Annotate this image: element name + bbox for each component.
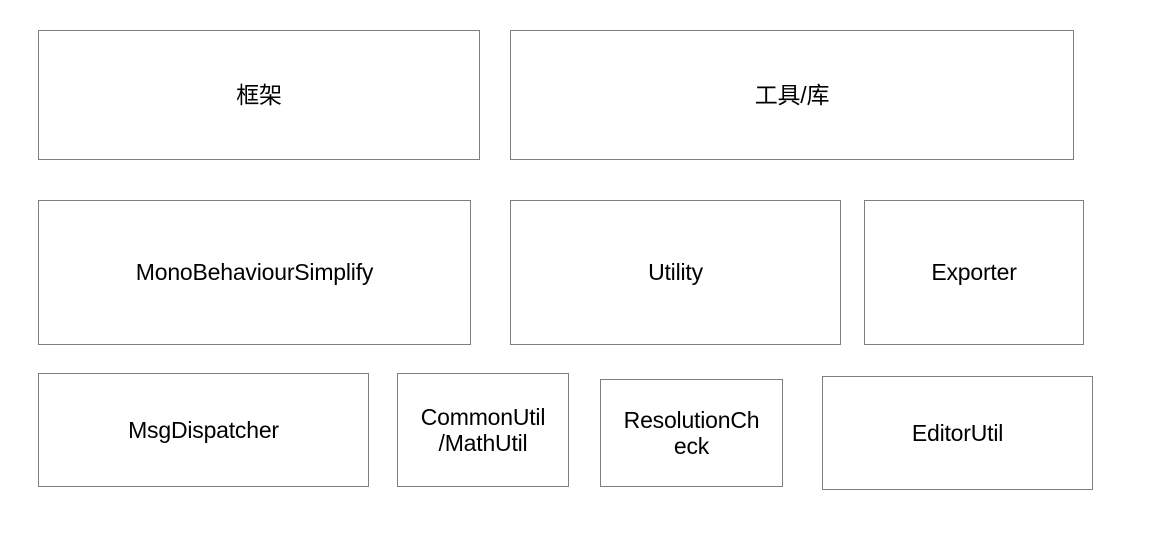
common-util-text: CommonUtil /MathUtil (421, 404, 546, 457)
common-util-label-line2: /MathUtil (438, 430, 528, 456)
utility-box: Utility (510, 200, 841, 345)
exporter-box: Exporter (864, 200, 1084, 345)
msg-dispatcher-label: MsgDispatcher (128, 416, 279, 443)
monobehaviour-simplify-box: MonoBehaviourSimplify (38, 200, 471, 345)
resolution-check-label-line2: eck (673, 433, 710, 459)
tools-library-box: 工具/库 (510, 30, 1074, 160)
editor-util-box: EditorUtil (822, 376, 1093, 490)
resolution-check-box: ResolutionCh eck (600, 379, 783, 487)
common-util-box: CommonUtil /MathUtil (397, 373, 569, 487)
common-util-label-line1: CommonUtil (420, 403, 546, 430)
utility-label: Utility (648, 259, 703, 286)
framework-label: 框架 (236, 81, 282, 108)
exporter-label: Exporter (931, 259, 1017, 286)
resolution-check-label-line1: ResolutionCh (623, 406, 760, 433)
resolution-check-text: ResolutionCh eck (624, 407, 760, 460)
msg-dispatcher-box: MsgDispatcher (38, 373, 369, 487)
editor-util-label: EditorUtil (911, 419, 1004, 446)
monobehaviour-simplify-label: MonoBehaviourSimplify (135, 259, 374, 286)
tools-library-label: 工具/库 (754, 81, 830, 108)
framework-box: 框架 (38, 30, 480, 160)
